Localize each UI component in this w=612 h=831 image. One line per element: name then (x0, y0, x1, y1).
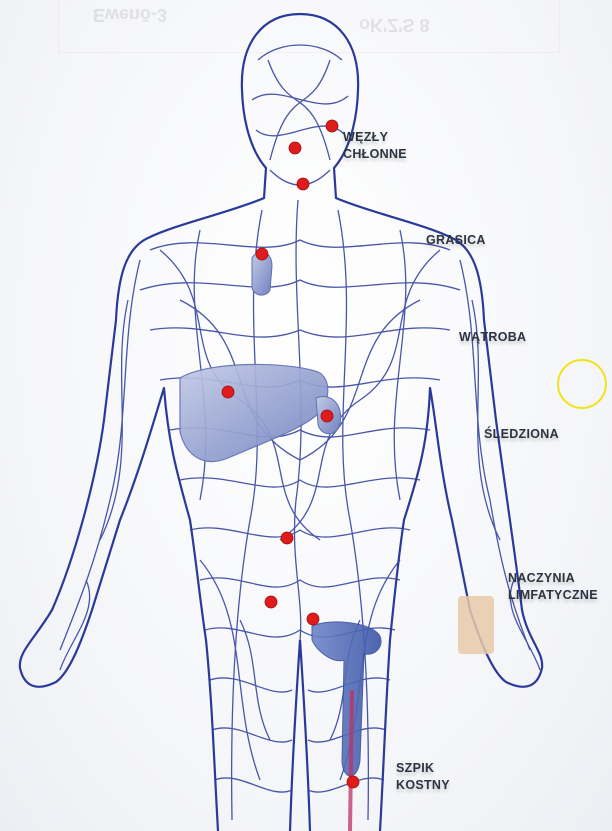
node-marker (297, 178, 309, 190)
femur-bone (312, 622, 381, 776)
label-thymus: GRASICA (426, 232, 486, 249)
skin-patch (458, 596, 494, 654)
label-spleen: ŚLEDZIONA (484, 426, 559, 443)
lymph-vessel-network (60, 45, 540, 820)
node-marker (289, 142, 301, 154)
node-marker (256, 248, 268, 260)
node-marker (347, 776, 359, 788)
node-marker (281, 532, 293, 544)
node-marker (222, 386, 234, 398)
node-marker (307, 613, 319, 625)
node-marker (265, 596, 277, 608)
bone-marrow-channel (350, 690, 352, 831)
liver-organ (180, 364, 328, 461)
label-bone-marrow: SZPIK KOSTNY (396, 760, 450, 794)
label-lymph-vessels: NACZYNIA LIMFATYCZNE (508, 570, 598, 604)
label-lymph-nodes: WĘZŁY CHŁONNE (343, 129, 407, 163)
cursor-ring (558, 360, 606, 408)
node-marker (321, 410, 333, 422)
node-marker (326, 120, 338, 132)
label-liver: WĄTROBA (459, 329, 526, 346)
